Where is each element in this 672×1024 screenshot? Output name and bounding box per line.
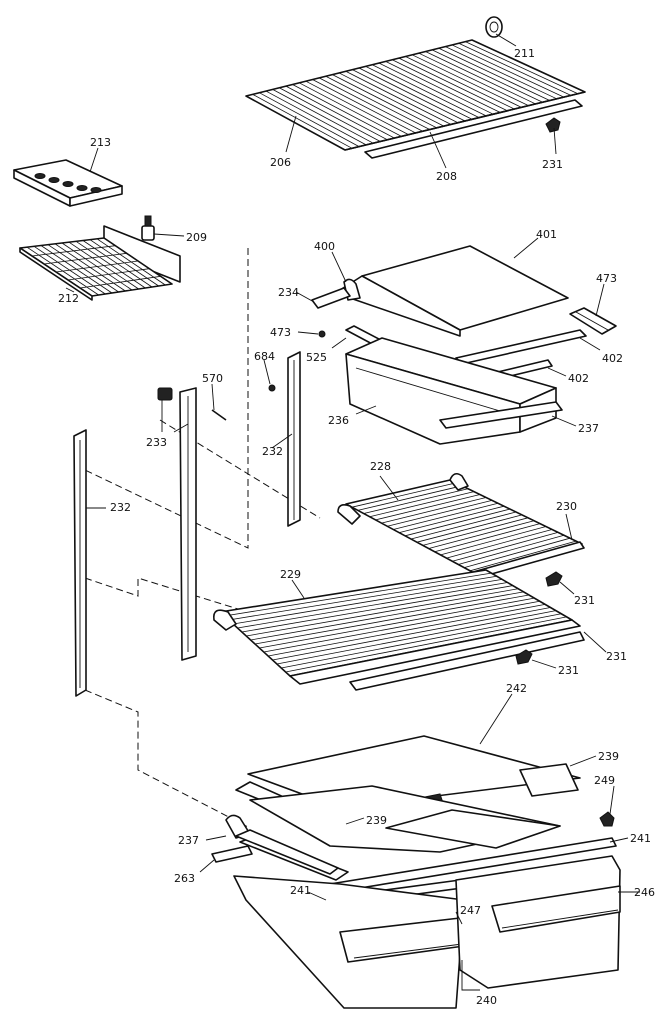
callout-209: 209	[186, 231, 207, 244]
shelf-support-clip	[545, 117, 561, 133]
callout-249: 249	[594, 774, 615, 787]
crisper-drawer-right	[455, 855, 621, 989]
callout-247: 247	[460, 904, 481, 917]
meat-drawer	[345, 337, 563, 445]
callout-684: 684	[254, 350, 275, 363]
callout-473: 473	[596, 272, 617, 285]
callout-241: 241	[630, 832, 651, 845]
callout-206: 206	[270, 156, 291, 169]
callout-229: 229	[280, 568, 301, 581]
shelf-end-cap	[485, 16, 503, 38]
rail-bracket	[157, 387, 173, 401]
rail-left	[311, 287, 351, 309]
callout-208: 208	[436, 170, 457, 183]
lower-glass-wire-shelf	[212, 569, 585, 691]
cover-support-clip	[599, 811, 615, 827]
callout-402: 402	[602, 352, 623, 365]
shelf-clip-upper	[545, 571, 563, 587]
assembly-dashed-lines	[84, 248, 339, 829]
callout-239: 239	[598, 750, 619, 763]
upright-rail-far-left	[73, 429, 87, 697]
rail-screw	[318, 330, 326, 338]
callout-236: 236	[328, 414, 349, 427]
callout-228: 228	[370, 460, 391, 473]
callout-212: 212	[58, 292, 79, 305]
center-rail-screw	[268, 384, 276, 392]
callout-401: 401	[536, 228, 557, 241]
callout-263: 263	[174, 872, 195, 885]
callout-232: 232	[262, 445, 283, 458]
callout-402: 402	[568, 372, 589, 385]
freezer-wire-shelf	[19, 225, 181, 301]
crisper-left-frame	[225, 814, 339, 875]
callout-240: 240	[476, 994, 497, 1007]
shelf-front-trim	[364, 99, 583, 159]
upright-rail-center	[287, 351, 301, 527]
callout-213: 213	[90, 136, 111, 149]
callout-231: 231	[574, 594, 595, 607]
shelf-clip-lower	[515, 649, 533, 665]
upper-glass-wire-shelf	[337, 472, 585, 581]
callout-231: 231	[542, 158, 563, 171]
callout-239: 239	[366, 814, 387, 827]
egg-tray	[13, 159, 123, 207]
crisper-side-rail	[211, 845, 253, 863]
crisper-drawer-left	[233, 875, 465, 1009]
callout-525: 473	[270, 326, 291, 339]
bracket-screw	[211, 409, 227, 421]
callout-211: 211	[514, 47, 535, 60]
callout-leader-lines	[65, 33, 640, 991]
callout-230: 230	[556, 500, 577, 513]
rail-right	[569, 307, 617, 335]
callout-570: 570	[202, 372, 223, 385]
callout-246: 246	[634, 886, 655, 899]
ice-tray-support-knob	[141, 215, 155, 241]
callout-234: 234	[278, 286, 299, 299]
callout-237: 237	[178, 834, 199, 847]
callout-232: 232	[110, 501, 131, 514]
top-wire-shelf	[245, 39, 586, 151]
callout-241: 241	[290, 884, 311, 897]
meat-keeper-cover	[361, 245, 569, 331]
callout-labels: 211 206 208 231 213 209 212 400 401 234 …	[58, 47, 655, 1007]
callout-231: 231	[606, 650, 627, 663]
callout-242: 242	[506, 682, 527, 695]
callout-231: 231	[558, 664, 579, 677]
callout-237: 237	[578, 422, 599, 435]
callout-400: 400	[314, 240, 335, 253]
callout-473: 525	[306, 351, 327, 364]
callout-233: 233	[146, 436, 167, 449]
upright-rail-left	[179, 387, 197, 661]
